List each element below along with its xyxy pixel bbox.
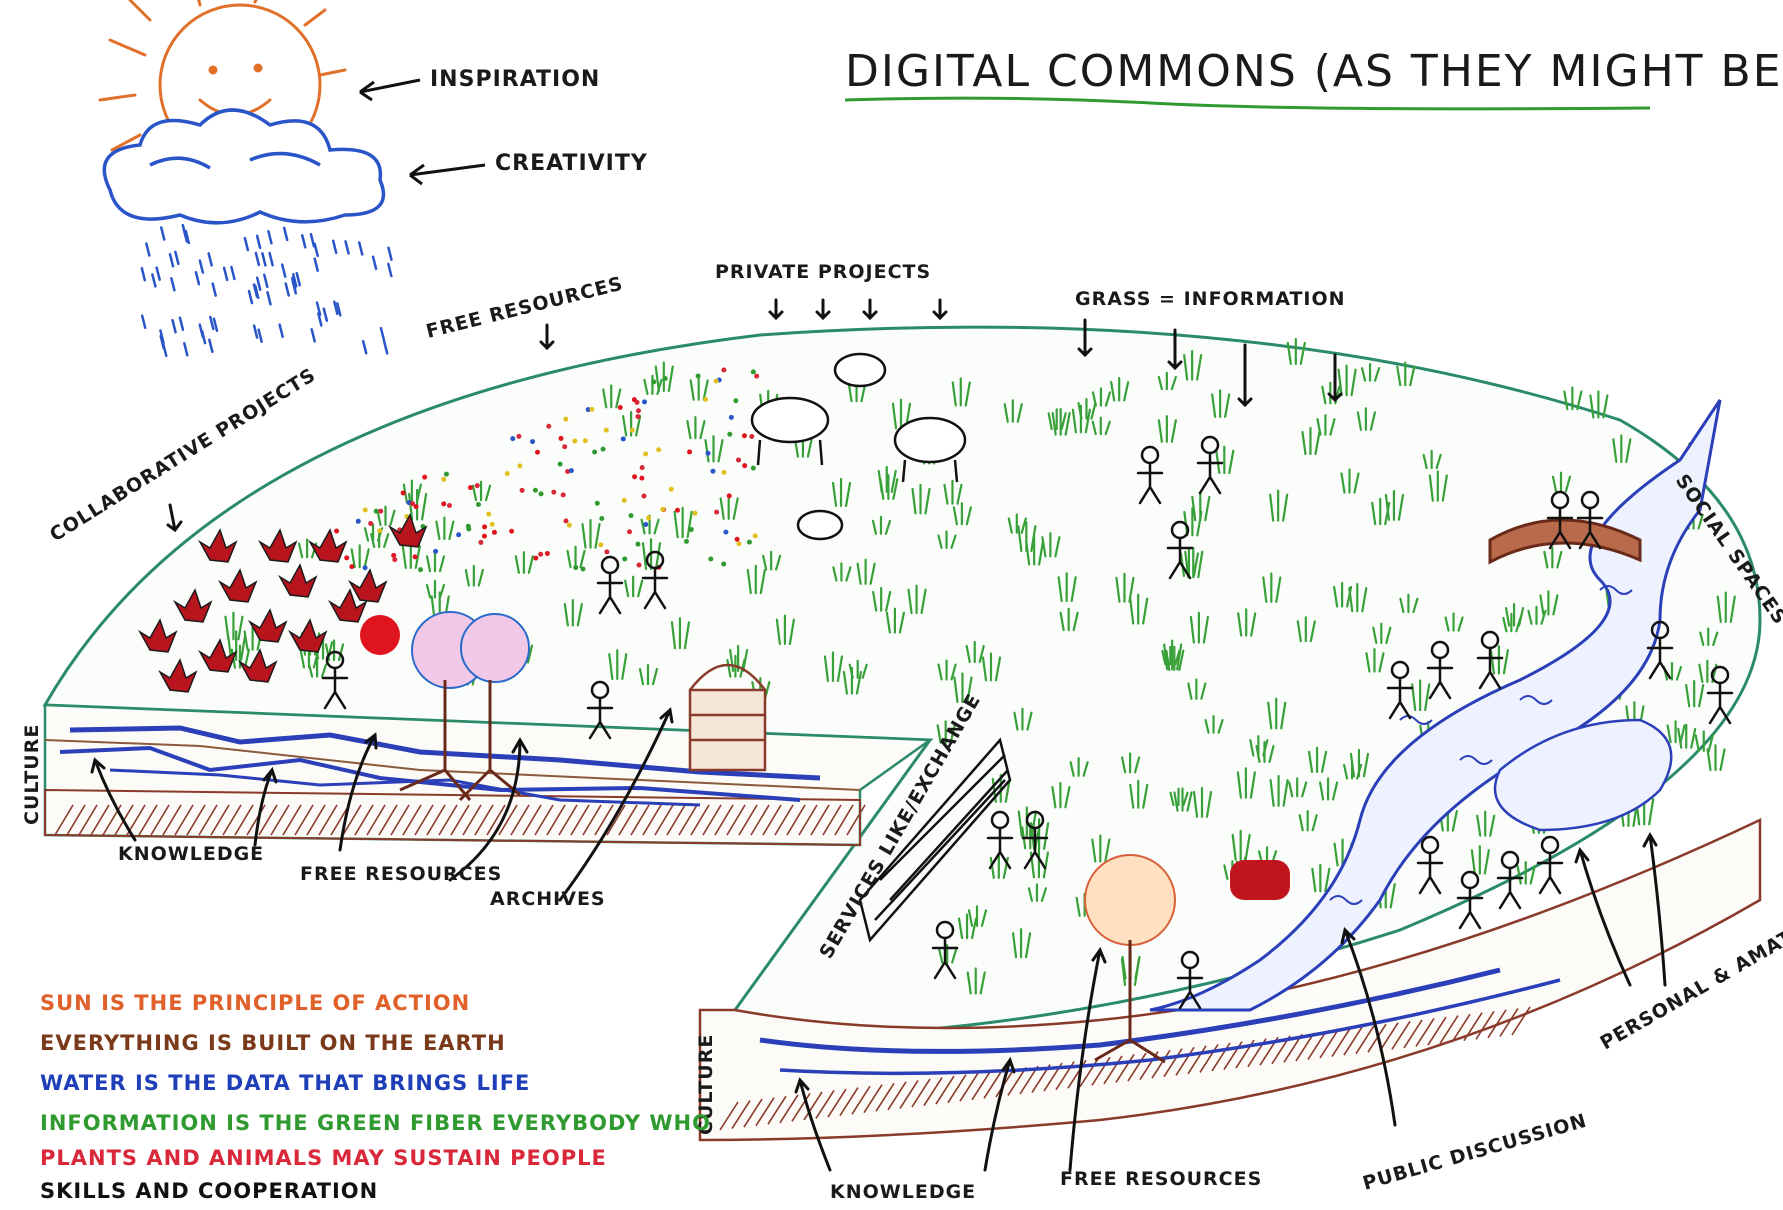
services-fence-icon	[858, 737, 1012, 943]
legend-line: INFORMATION IS THE GREEN FIBER EVERYBODY…	[40, 1111, 711, 1135]
label-creativity: CREATIVITY	[495, 151, 648, 176]
legend-line: PLANTS AND ANIMALS MAY SUSTAIN PEOPLE	[40, 1146, 607, 1170]
arrow-creativity	[409, 163, 486, 186]
water-ripples	[1329, 585, 1633, 905]
label-free-resources-top: FREE RESOURCES	[424, 273, 626, 343]
label-archives: ARCHIVES	[490, 888, 606, 910]
label-culture-bottom: CULTURE	[695, 1034, 717, 1135]
red-garden	[1230, 860, 1290, 900]
label-arrows	[90, 298, 1667, 1172]
cloud-icon	[102, 108, 386, 225]
fruit-tree-icon	[1084, 854, 1176, 1064]
tree-icon	[399, 611, 530, 802]
legend-line: SUN IS THE PRINCIPLE OF ACTION	[40, 991, 470, 1015]
label-free-resources-bottom: FREE RESOURCES	[1060, 1168, 1262, 1190]
people-figures	[321, 435, 1734, 1010]
rain-icon	[140, 223, 393, 358]
pond	[1493, 718, 1673, 832]
red-flower-bush	[360, 615, 400, 655]
page-title: DIGITAL COMMONS (AS THEY MIGHT BE)	[845, 46, 1783, 97]
label-free-resources-left: FREE RESOURCES	[300, 863, 502, 885]
commons-ground	[42, 325, 1762, 1032]
legend-line: WATER IS THE DATA THAT BRINGS LIFE	[40, 1071, 530, 1095]
label-culture-left: CULTURE	[21, 724, 43, 825]
label-knowledge-bottom: KNOWLEDGE	[830, 1181, 976, 1203]
title-underline	[844, 96, 1651, 111]
free-resources-dots	[334, 367, 760, 573]
label-private-projects: PRIVATE PROJECTS	[715, 261, 931, 283]
well-icon	[688, 663, 767, 772]
legend: SUN IS THE PRINCIPLE OF ACTION EVERYTHIN…	[40, 991, 711, 1203]
label-knowledge-left: KNOWLEDGE	[118, 843, 264, 865]
collaborative-shrubs	[137, 513, 428, 693]
legend-line: SKILLS AND COOPERATION	[40, 1179, 378, 1203]
arrow-inspiration	[359, 78, 421, 102]
label-grass-information: GRASS = INFORMATION	[1075, 288, 1346, 310]
river	[1149, 399, 1722, 1012]
legend-line: EVERYTHING IS BUILT ON THE EARTH	[40, 1031, 506, 1055]
label-inspiration: INSPIRATION	[430, 67, 600, 92]
animals	[750, 352, 967, 541]
bottom-soil-section	[698, 818, 1762, 1142]
